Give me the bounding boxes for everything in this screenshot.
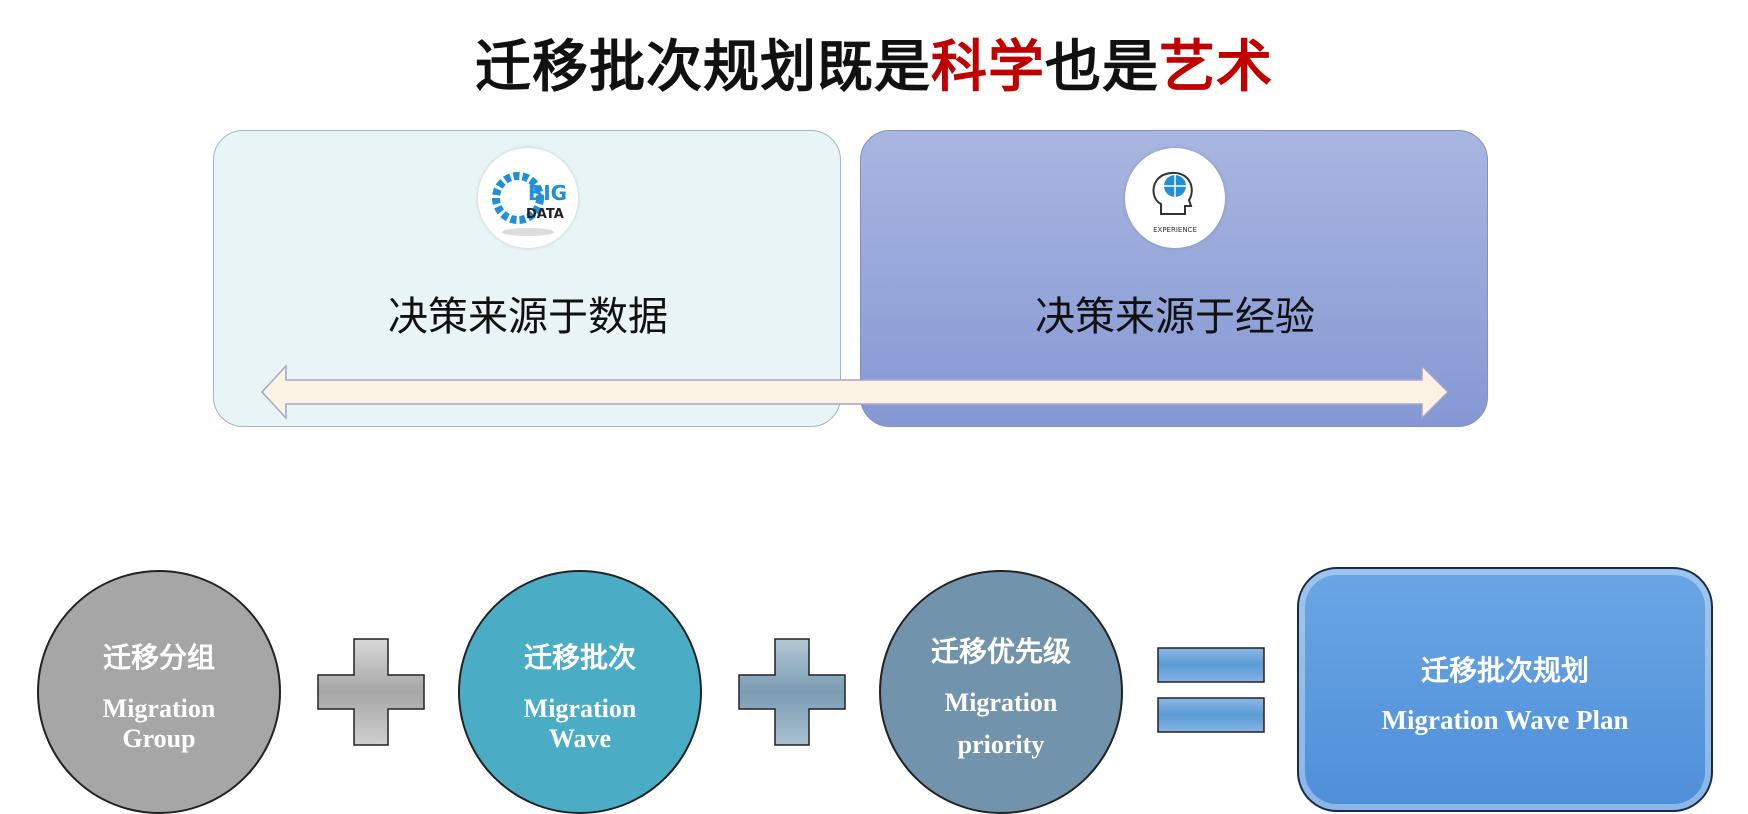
migration-wave-en2: Wave [548, 724, 612, 753]
experience-decision-panel: EXPERIENCE 决策来源于经验 [860, 130, 1488, 427]
migration-wave-plan-en: Migration Wave Plan [1381, 705, 1629, 735]
title-part2: 科学 [931, 35, 1045, 100]
experience-icon-text: EXPERIENCE [1153, 226, 1197, 234]
plus-icon-2 [738, 638, 846, 746]
title-part3: 也是 [1045, 35, 1159, 100]
data-decision-label: 决策来源于数据 [388, 294, 668, 340]
page-title: 迁移批次规划既是科学也是艺术 [0, 22, 1748, 103]
migration-priority-en2: priority [957, 730, 1045, 759]
migration-wave-plan-zh: 迁移批次规划 [1420, 654, 1589, 687]
big-data-icon-text-2: DATA [526, 207, 564, 222]
big-data-icon: BIG DATA [478, 148, 578, 248]
migration-group-circle: 迁移分组 Migration Group [37, 570, 281, 814]
migration-wave-plan-box: 迁移批次规划 Migration Wave Plan [1297, 567, 1713, 812]
big-data-icon-text-1: BIG [528, 181, 567, 205]
migration-group-en2: Group [122, 724, 196, 753]
data-decision-panel: BIG DATA 决策来源于数据 [213, 130, 841, 427]
migration-wave-en1: Migration [523, 694, 637, 723]
migration-priority-zh: 迁移优先级 [930, 635, 1071, 668]
migration-group-en1: Migration [102, 694, 216, 723]
migration-group-zh: 迁移分组 [102, 641, 215, 674]
migration-priority-en1: Migration [944, 688, 1058, 717]
migration-priority-circle: 迁移优先级 Migration priority [879, 570, 1123, 814]
title-part4: 艺术 [1159, 35, 1273, 100]
migration-wave-zh: 迁移批次 [523, 641, 636, 674]
experience-decision-label: 决策来源于经验 [1035, 294, 1315, 340]
title-part1: 迁移批次规划既是 [475, 35, 931, 100]
migration-wave-circle: 迁移批次 Migration Wave [458, 570, 702, 814]
double-arrow [260, 364, 1450, 420]
plus-icon-1 [317, 638, 425, 746]
equals-icon [1157, 647, 1265, 733]
experience-icon: EXPERIENCE [1125, 148, 1225, 248]
